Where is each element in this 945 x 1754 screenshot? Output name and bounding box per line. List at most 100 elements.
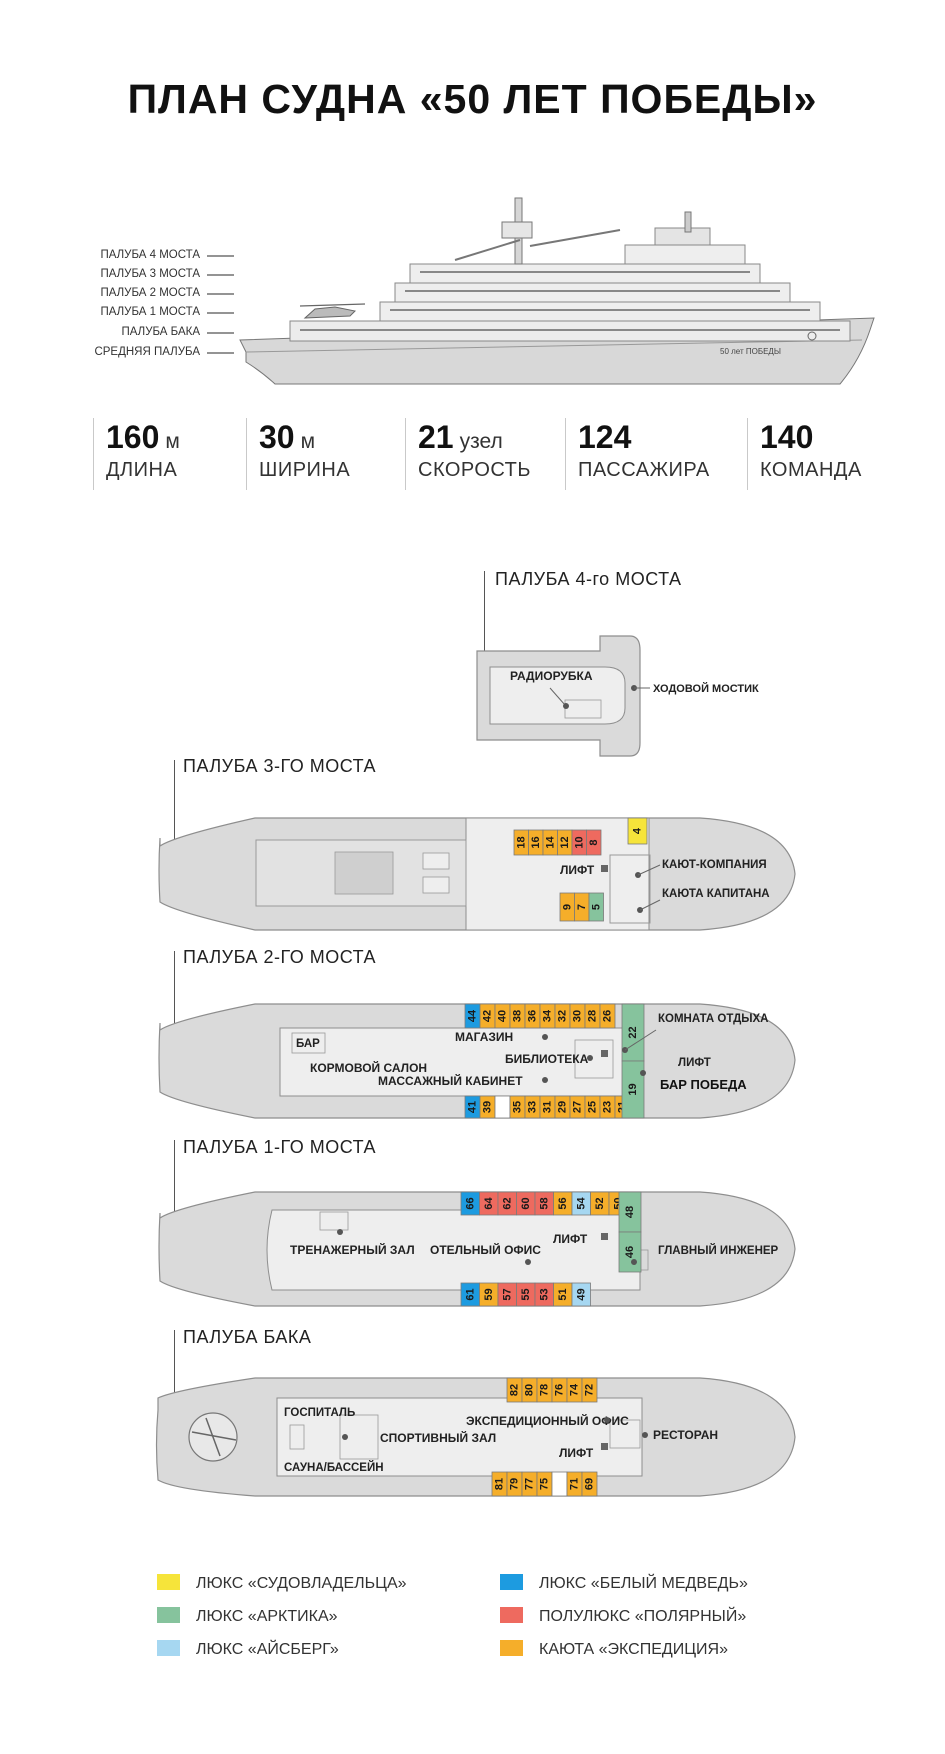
- cabin-49: [571, 1282, 591, 1307]
- cabin-number-76: 76: [554, 1384, 566, 1396]
- stat-length-unit: м: [165, 430, 180, 453]
- cabin-4: [627, 817, 648, 845]
- stat-width-value: 30: [259, 419, 295, 455]
- legend-expedition-label: КАЮТА «ЭКСПЕДИЦИЯ»: [539, 1641, 729, 1658]
- cabin-number-33: 33: [527, 1101, 539, 1113]
- legend-polar: ПОЛУЛЮКС «ПОЛЯРНЫЙ»: [500, 1607, 746, 1631]
- cabin-number-19: 19: [627, 1083, 639, 1095]
- level-label-1: ПАЛУБА 1 МОСТА: [100, 306, 200, 318]
- stat-length-label: ДЛИНА: [106, 459, 178, 481]
- cabin-number-18: 18: [515, 836, 527, 848]
- legend-arctic-label: ЛЮКС «АРКТИКА»: [196, 1608, 338, 1625]
- bak-restaurant-label: РЕСТОРАН: [653, 1428, 718, 1442]
- bak-sauna-label: САУНА/БАССЕЙН: [284, 1461, 384, 1474]
- cabin-number-59: 59: [483, 1288, 495, 1300]
- cabin-number-36: 36: [527, 1010, 539, 1022]
- cabin-number-66: 66: [464, 1197, 476, 1209]
- cabin-blank: [551, 1471, 568, 1497]
- deck-4-pointer: [484, 571, 485, 666]
- stat-speed-value: 21: [418, 419, 454, 455]
- stat-speed-label: СКОРОСТЬ: [418, 459, 532, 481]
- level-label-mid: СРЕДНЯЯ ПАЛУБА: [94, 346, 200, 358]
- d4-radio-marker: [563, 703, 569, 709]
- cabin-number-80: 80: [524, 1384, 536, 1396]
- legend-expedition: КАЮТА «ЭКСПЕДИЦИЯ»: [500, 1640, 728, 1664]
- legend-swatch: [500, 1607, 523, 1623]
- stat-crew: 140 КОМАНДА: [747, 418, 862, 490]
- deck-1-title: ПАЛУБА 1-ГО МОСТА: [183, 1137, 377, 1157]
- d2-rest-label: КОМНАТА ОТДЫХА: [658, 1013, 769, 1025]
- cabin-8: [586, 829, 602, 856]
- cabin-number-38: 38: [512, 1010, 524, 1022]
- cabin-number-34: 34: [542, 1009, 554, 1022]
- deck-2-pointer: [174, 951, 175, 1053]
- cabin-number-61: 61: [464, 1288, 476, 1300]
- level-label-bak: ПАЛУБА БАКА: [121, 326, 200, 338]
- stat-length-value: 160: [106, 419, 160, 455]
- cabin-number-40: 40: [497, 1010, 509, 1022]
- d3-lift-label: ЛИФТ: [560, 863, 595, 877]
- cabin-number-54: 54: [575, 1197, 587, 1210]
- cabin-number-51: 51: [557, 1288, 569, 1300]
- ship-side-view: 50 лет ПОБЕДЫ: [207, 197, 875, 385]
- cabin-number-10: 10: [573, 836, 585, 848]
- level-label-4: ПАЛУБА 4 МОСТА: [100, 249, 200, 261]
- cabin-26: [599, 1003, 616, 1029]
- stat-passengers-label: ПАССАЖИРА: [578, 459, 710, 481]
- cabin-number-71: 71: [569, 1478, 581, 1490]
- legend-swatch: [157, 1640, 180, 1656]
- deck-2-title: ПАЛУБА 2-ГО МОСТА: [183, 947, 377, 967]
- cabin-number-48: 48: [624, 1206, 636, 1218]
- deck-1-pointer: [174, 1140, 175, 1242]
- legend-bear-label: ЛЮКС «БЕЛЫЙ МЕДВЕДЬ»: [539, 1575, 748, 1592]
- cabin-number-42: 42: [482, 1010, 494, 1022]
- d1-engineer-label: ГЛАВНЫЙ ИНЖЕНЕР: [658, 1244, 779, 1257]
- page-title: ПЛАН СУДНА «50 ЛЕТ ПОБЕДЫ»: [127, 76, 818, 122]
- cabin-number-44: 44: [467, 1009, 479, 1022]
- cabin-number-14: 14: [544, 836, 556, 849]
- stat-passengers: 124 ПАССАЖИРА: [565, 418, 710, 490]
- cabin-number-9: 9: [561, 904, 573, 910]
- cabin-blank: [494, 1095, 511, 1119]
- cabin-number-8: 8: [588, 839, 600, 845]
- d4-bridge-label: ХОДОВОЙ МОСТИК: [653, 682, 759, 695]
- cabin-number-82: 82: [509, 1384, 521, 1396]
- cabin-number-62: 62: [501, 1197, 513, 1209]
- d3-owner-cabin: 4: [627, 817, 648, 845]
- cabin-number-72: 72: [584, 1384, 596, 1396]
- cabin-number-31: 31: [542, 1101, 554, 1113]
- cabin-number-58: 58: [538, 1197, 550, 1209]
- deck-bak-title: ПАЛУБА БАКА: [183, 1327, 312, 1347]
- cabin-5: [588, 892, 604, 922]
- cabin-number-5: 5: [590, 904, 602, 910]
- deck-bak-pointer: [174, 1330, 175, 1428]
- deck-3-pointer: [174, 760, 175, 865]
- cabin-number-27: 27: [572, 1101, 584, 1113]
- d2-bottom-cabins: 41393533312927252321: [464, 1095, 631, 1119]
- stat-crew-label: КОМАНДА: [760, 459, 862, 481]
- deck-4-plan: РАДИОРУБКА ХОДОВОЙ МОСТИК: [476, 635, 759, 757]
- d4-radio-label: РАДИОРУБКА: [510, 669, 593, 683]
- level-label-3: ПАЛУБА 3 МОСТА: [100, 268, 200, 280]
- legend-swatch: [500, 1640, 523, 1656]
- deck-3-title: ПАЛУБА 3-ГО МОСТА: [183, 756, 377, 776]
- d3-captain-label: КАЮТА КАПИТАНА: [662, 888, 770, 900]
- level-label-2: ПАЛУБА 2 МОСТА: [100, 287, 200, 299]
- cabin-number-32: 32: [557, 1010, 569, 1022]
- legend-swatch: [500, 1574, 523, 1590]
- d2-victory-bar-label: БАР ПОБЕДА: [660, 1077, 747, 1092]
- d3-wardroom-label: КАЮТ-КОМПАНИЯ: [662, 859, 767, 871]
- legend-owner-label: ЛЮКС «СУДОВЛАДЕЛЬЦА»: [196, 1575, 407, 1592]
- cabin-number-64: 64: [483, 1197, 495, 1210]
- bak-lift-label: ЛИФТ: [559, 1446, 594, 1460]
- legend-swatch: [157, 1607, 180, 1623]
